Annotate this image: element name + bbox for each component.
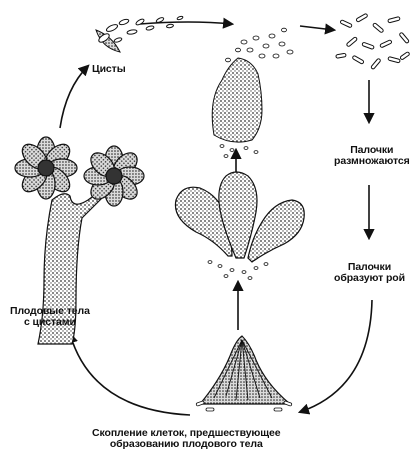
cell-aggregation-mound	[196, 336, 292, 411]
label-fruiting-bodies: Плодовые тела с цистами	[10, 306, 90, 328]
label-fruiting-bodies-line2: с цистами	[10, 317, 90, 328]
label-rods-multiply: Палочки размножаются	[334, 145, 410, 167]
label-cysts: Цисты	[92, 64, 126, 75]
arrow-aggregation-to-fruiting	[70, 334, 190, 415]
fruiting-head-right	[84, 146, 144, 206]
label-aggregation-line2: образованию плодового тела	[92, 439, 281, 450]
label-cysts-text: Цисты	[92, 64, 126, 75]
label-rods-swarm-line2: образуют рой	[334, 273, 405, 284]
label-rods-multiply-line2: размножаются	[334, 156, 410, 167]
label-aggregation: Скопление клеток, предшествующее образов…	[92, 428, 281, 450]
fruiting-head-left	[15, 137, 77, 199]
germinating-cyst	[212, 28, 293, 157]
developing-fruiting-bodies	[175, 172, 304, 279]
cyst-cluster	[96, 16, 183, 52]
arrow-fruiting-to-cysts	[60, 66, 88, 128]
arrow-cysts-to-germination	[140, 22, 232, 24]
arrow-swarm-to-aggregation	[300, 300, 372, 412]
vegetative-rods	[336, 13, 410, 69]
arrow-germination-to-rods	[300, 26, 334, 30]
label-rods-swarm: Палочки образуют рой	[334, 262, 405, 284]
